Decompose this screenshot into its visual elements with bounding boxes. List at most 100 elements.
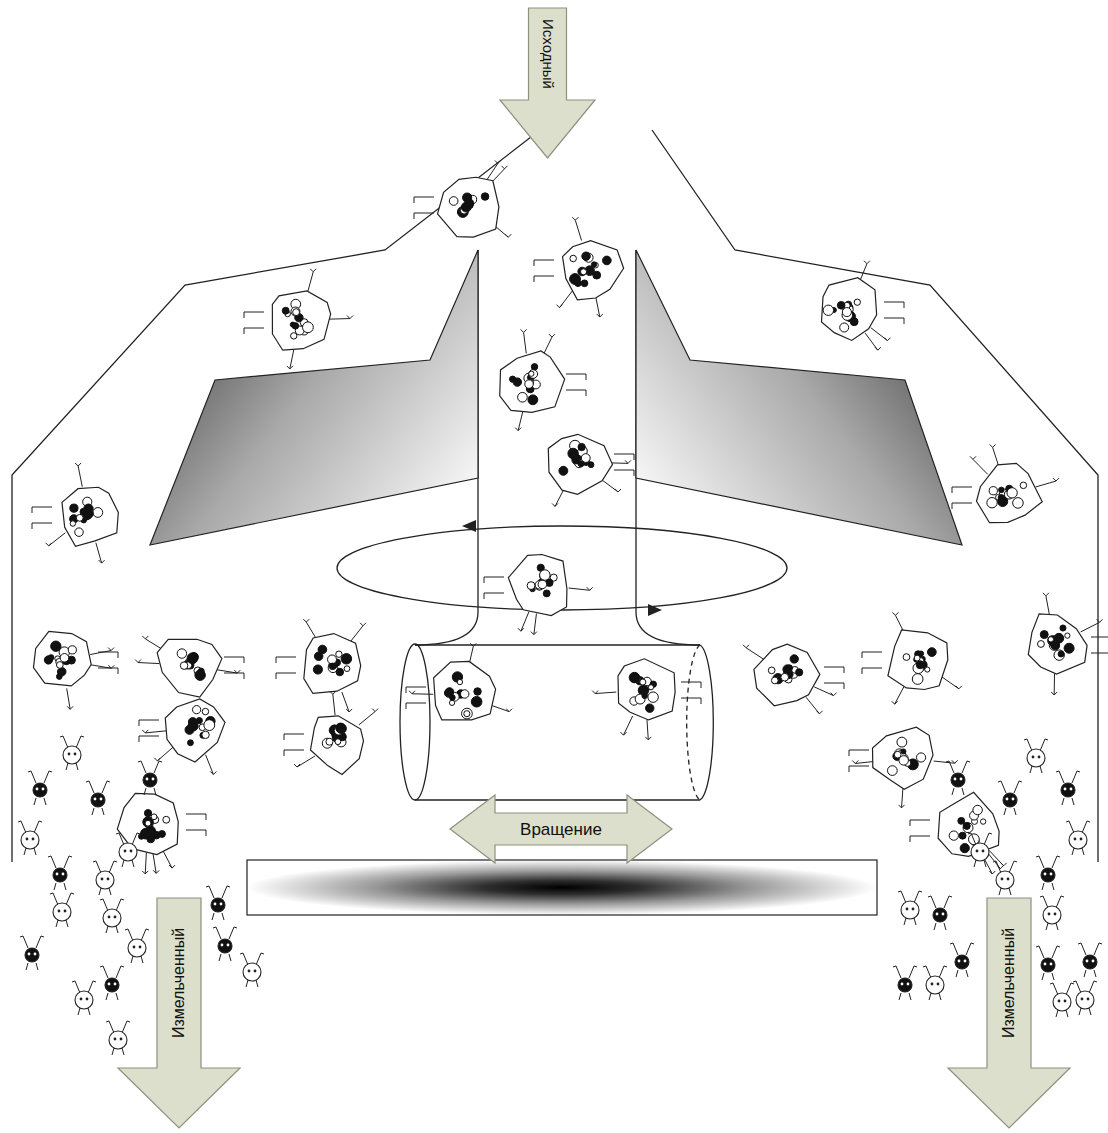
fine-particle	[72, 981, 96, 1015]
fine-particle	[998, 781, 1022, 815]
antenna	[72, 981, 96, 1015]
eye	[960, 778, 963, 781]
grain	[151, 814, 157, 820]
fine-particle	[968, 833, 992, 867]
particle-leg	[138, 663, 159, 664]
arrow-node: Измельченный	[118, 898, 240, 1128]
aggregate-particle	[500, 329, 586, 430]
particle-foot	[892, 701, 898, 704]
grain	[163, 816, 170, 823]
eye	[124, 850, 127, 853]
particle-outline	[304, 634, 361, 694]
grain	[540, 570, 551, 581]
bracket-mark	[534, 260, 554, 266]
aggregate-particle	[862, 612, 962, 704]
particle-outline	[1028, 614, 1087, 674]
fine-particle	[1050, 983, 1074, 1017]
particle-leg	[153, 852, 156, 873]
eye	[101, 878, 104, 881]
grain	[185, 725, 194, 734]
eye	[942, 913, 945, 916]
bracket-mark	[910, 836, 930, 842]
antenna	[138, 761, 162, 795]
particle-foot	[169, 865, 175, 868]
grain	[850, 318, 858, 326]
eye	[120, 1038, 123, 1041]
arrow-label: Исходный	[540, 19, 555, 89]
eye	[982, 850, 985, 853]
particle-leg	[162, 849, 172, 868]
eye	[1048, 913, 1051, 916]
aggregate-particle	[910, 792, 1007, 874]
fine-particle	[60, 736, 84, 770]
particle-leg	[297, 756, 315, 767]
particle-body	[1041, 868, 1055, 882]
arrow-node: Исходный	[500, 8, 595, 158]
grain	[180, 662, 188, 670]
arrow-outline	[948, 898, 1070, 1128]
particle-body	[91, 793, 105, 807]
eye	[1006, 798, 1009, 801]
particle-outline	[310, 716, 363, 775]
eye	[1038, 756, 1041, 759]
particle-foot	[884, 338, 890, 341]
particle-foot	[552, 503, 558, 506]
particle-foot	[470, 643, 476, 646]
eye	[152, 778, 155, 781]
fine-particle	[206, 886, 230, 920]
bracket-mark	[862, 652, 882, 658]
grain	[897, 737, 907, 747]
particle-leg	[1046, 596, 1050, 617]
particle-foot	[46, 543, 52, 546]
particle-body	[971, 843, 989, 861]
particle-leg	[359, 712, 375, 725]
particle-foot	[521, 329, 527, 332]
particle-outline	[438, 177, 499, 237]
particle-foot	[1043, 593, 1049, 596]
grain	[68, 646, 76, 654]
grain	[462, 708, 473, 719]
grain	[958, 817, 965, 824]
particle-body	[1003, 793, 1017, 807]
grain	[528, 395, 538, 405]
eye	[1081, 998, 1084, 1001]
particle-foot	[892, 612, 898, 615]
arrow-label: Измельченный	[1001, 928, 1017, 1038]
eye	[42, 788, 45, 791]
particle-body	[1069, 831, 1087, 849]
fine-particle	[898, 891, 922, 925]
aggregate-particle	[1028, 593, 1108, 695]
aggregate-particle	[548, 434, 634, 506]
eye	[1064, 788, 1067, 791]
particle-leg	[67, 688, 70, 709]
particle-body	[119, 843, 137, 861]
particle-foot	[506, 709, 512, 712]
grain	[629, 672, 639, 682]
grain	[329, 663, 336, 670]
grain	[529, 371, 534, 376]
rotor-blade	[636, 250, 962, 545]
eye	[1087, 998, 1090, 1001]
eye	[1007, 878, 1010, 881]
eye	[74, 753, 77, 756]
particle-foot	[1051, 692, 1057, 695]
grain	[529, 370, 538, 379]
particle-outline	[508, 555, 567, 616]
particle-leg	[942, 677, 959, 689]
particle-leg	[78, 466, 82, 487]
particle-leg	[746, 648, 764, 660]
grain	[927, 648, 936, 657]
antenna	[116, 833, 140, 867]
bracket-mark	[276, 657, 296, 663]
particle-leg	[206, 755, 214, 775]
grain	[449, 700, 454, 705]
aggregate-particle	[849, 727, 958, 808]
bracket-mark	[566, 374, 586, 380]
antenna	[50, 893, 74, 927]
antenna	[28, 771, 52, 805]
particle-body	[128, 939, 146, 957]
grain	[56, 662, 63, 669]
eye	[36, 788, 39, 791]
bracket-mark	[284, 750, 304, 756]
particle-leg	[521, 612, 529, 632]
